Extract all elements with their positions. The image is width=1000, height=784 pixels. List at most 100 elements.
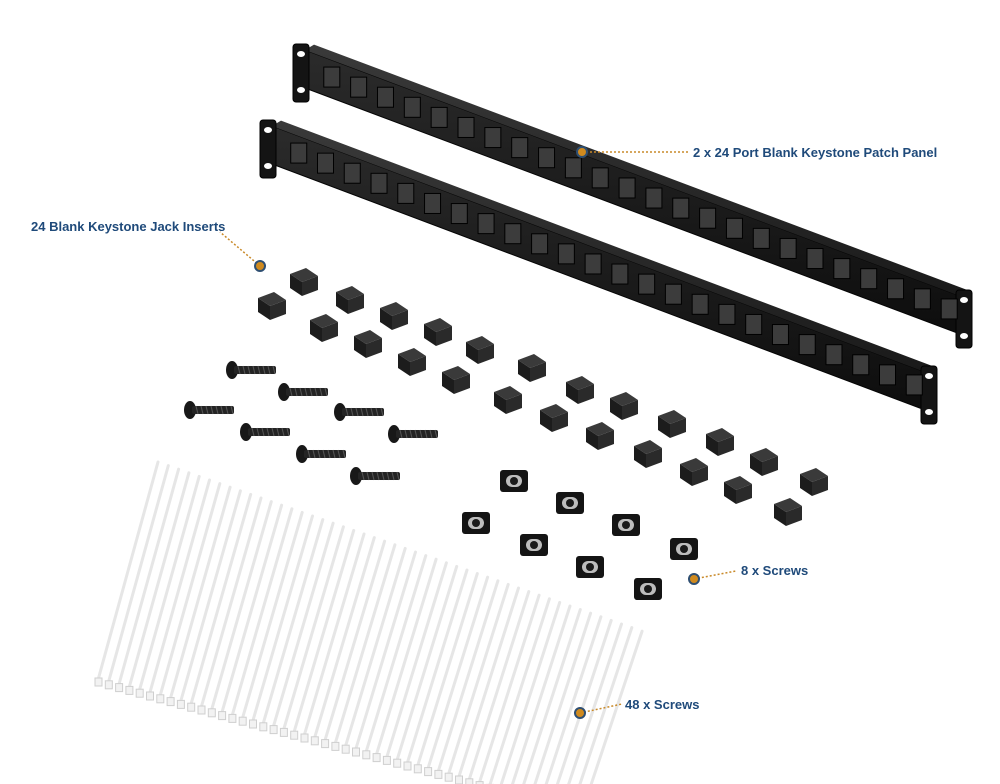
- cable-tie: [522, 608, 582, 784]
- cable-tie: [251, 514, 314, 724]
- panel-port: [798, 334, 816, 356]
- keystone-insert: [634, 440, 662, 468]
- panel-port: [745, 313, 763, 335]
- keystone-insert: [398, 348, 426, 376]
- cable-tie: [220, 503, 284, 716]
- screws-group: [184, 361, 438, 485]
- dot-panels: [576, 146, 588, 158]
- keystone-inserts-group: [258, 268, 828, 526]
- screw: [334, 403, 384, 421]
- cable-tie: [544, 615, 603, 784]
- cable-tie: [467, 590, 531, 783]
- callout-screws8: 8 x Screws: [741, 563, 809, 578]
- keystone-insert: [566, 376, 594, 404]
- panel-port: [833, 258, 851, 280]
- cable-tie: [323, 539, 387, 744]
- cable-tie: [499, 600, 562, 784]
- cable-tie: [312, 536, 376, 741]
- keystone-insert: [290, 268, 318, 296]
- panel-port: [672, 197, 690, 219]
- cable-tie: [374, 557, 438, 758]
- keystone-insert: [774, 498, 802, 526]
- cable-tie: [117, 467, 181, 688]
- cable-tie: [209, 500, 273, 713]
- cage-nuts-group: [462, 470, 698, 600]
- panel-port: [450, 203, 468, 225]
- panel-port: [350, 76, 368, 98]
- panel-port: [664, 283, 682, 305]
- cable-tie: [488, 597, 551, 784]
- cable-tie: [178, 489, 242, 704]
- panel-port: [618, 177, 636, 199]
- dot-screws48: [574, 707, 586, 719]
- cable-tie: [189, 492, 253, 707]
- cable-tie: [230, 507, 294, 718]
- cable-tie: [589, 629, 644, 784]
- screw: [226, 361, 276, 379]
- callout-screws48: 48 x Screws: [625, 697, 700, 712]
- screw: [278, 383, 328, 401]
- panel-port: [905, 374, 923, 396]
- cable-tie: [333, 543, 397, 746]
- cable-tie: [158, 482, 222, 699]
- cable-tie: [426, 575, 490, 772]
- panel-port: [779, 237, 797, 259]
- leader-inserts: [219, 231, 261, 267]
- cage-nut: [500, 470, 528, 492]
- cable-tie: [533, 611, 593, 784]
- panel-port: [430, 106, 448, 128]
- patch-panel-back: [292, 43, 973, 349]
- cage-nut: [576, 556, 604, 578]
- keystone-insert: [724, 476, 752, 504]
- dot-screws8: [688, 573, 700, 585]
- keystone-insert: [466, 336, 494, 364]
- cable-tie: [578, 626, 634, 784]
- keystone-insert: [310, 314, 338, 342]
- panel-port: [504, 223, 522, 245]
- keystone-insert: [750, 448, 778, 476]
- panel-port: [316, 152, 334, 174]
- keystone-insert: [494, 386, 522, 414]
- keystone-insert: [658, 410, 686, 438]
- panel-port: [484, 127, 502, 149]
- cable-tie: [477, 593, 541, 784]
- panel-port: [725, 217, 743, 239]
- panel-port: [557, 243, 575, 265]
- keystone-insert: [706, 428, 734, 456]
- cage-nut: [462, 512, 490, 534]
- keystone-insert: [442, 366, 470, 394]
- cable-tie: [511, 604, 572, 784]
- cage-nut: [520, 534, 548, 556]
- panel-port: [531, 233, 549, 255]
- cable-tie: [96, 460, 160, 682]
- panel-port: [806, 248, 824, 270]
- panel-port: [477, 213, 495, 235]
- cable-tie: [137, 474, 201, 693]
- panel-port: [771, 324, 789, 346]
- keystone-insert: [586, 422, 614, 450]
- cable-tie: [567, 622, 623, 784]
- screw: [184, 401, 234, 419]
- callout-leaders: [219, 146, 737, 719]
- keystone-insert: [258, 292, 286, 320]
- panel-port: [638, 273, 656, 295]
- panel-port: [457, 116, 475, 138]
- panel-port: [913, 288, 931, 310]
- cage-nut: [612, 514, 640, 536]
- keystone-insert: [540, 404, 568, 432]
- cable-tie: [281, 525, 345, 732]
- cable-tie: [302, 532, 366, 738]
- cable-tie: [240, 510, 304, 721]
- cable-tie: [457, 586, 520, 780]
- cage-nut: [670, 538, 698, 560]
- panel-port: [887, 278, 905, 300]
- cable-tie: [199, 496, 263, 710]
- cable-tie: [127, 471, 191, 690]
- panel-port: [584, 253, 602, 275]
- panel-port: [323, 66, 341, 88]
- cable-tie: [415, 572, 479, 769]
- keystone-insert: [336, 286, 364, 314]
- screw: [350, 467, 400, 485]
- keystone-insert: [610, 392, 638, 420]
- panel-port: [343, 162, 361, 184]
